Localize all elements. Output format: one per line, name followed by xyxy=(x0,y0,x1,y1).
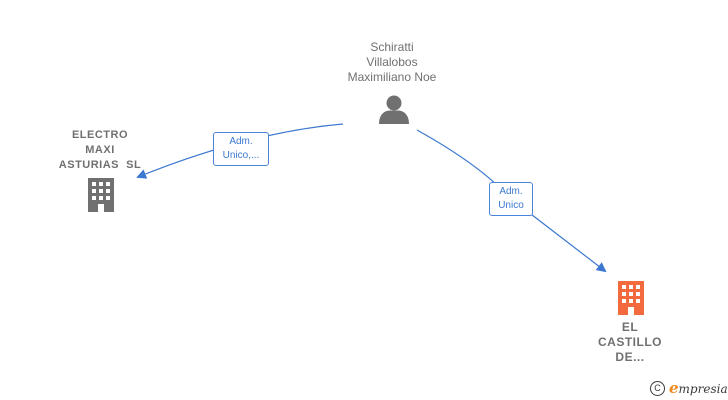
company-left-line-2: MAXI xyxy=(85,144,115,156)
brand-initial: e xyxy=(669,379,679,397)
edge-right-line-2: Unico xyxy=(498,200,524,211)
person-name-line-1: Schiratti xyxy=(370,40,414,54)
company-right-line-3: DE... xyxy=(615,350,645,364)
company-electro-maxi-label[interactable]: ELECTRO MAXI ASTURIAS SL xyxy=(48,128,152,173)
edge-label-adm-unico-right[interactable]: Adm. Unico xyxy=(489,182,533,216)
building-icon[interactable] xyxy=(86,178,116,212)
edge-left-line-2: Unico,... xyxy=(222,150,260,161)
building-icon[interactable] xyxy=(616,281,646,315)
edge-label-adm-unico-left[interactable]: Adm. Unico,... xyxy=(213,132,269,166)
company-left-line-3: ASTURIAS SL xyxy=(58,159,142,171)
person-icon[interactable] xyxy=(378,94,410,124)
copyright-icon: C xyxy=(650,380,665,396)
company-right-line-1: EL xyxy=(621,320,639,334)
person-name-line-3: Maximiliano Noe xyxy=(347,70,437,84)
brand-wordmark: empresia xyxy=(669,379,728,397)
person-name-label[interactable]: Schiratti Villalobos Maximiliano Noe xyxy=(332,40,452,85)
company-right-line-2: CASTILLO xyxy=(598,335,662,349)
empresia-brand: C empresia xyxy=(650,378,728,398)
person-name-line-2: Villalobos xyxy=(366,55,418,69)
edge-right-line-1: Adm. xyxy=(499,186,523,197)
company-el-castillo-label[interactable]: EL CASTILLO DE... xyxy=(580,320,680,365)
company-left-line-1: ELECTRO xyxy=(71,129,129,141)
brand-rest: mpresia xyxy=(678,382,728,396)
edge-left-line-1: Adm. xyxy=(229,136,253,147)
